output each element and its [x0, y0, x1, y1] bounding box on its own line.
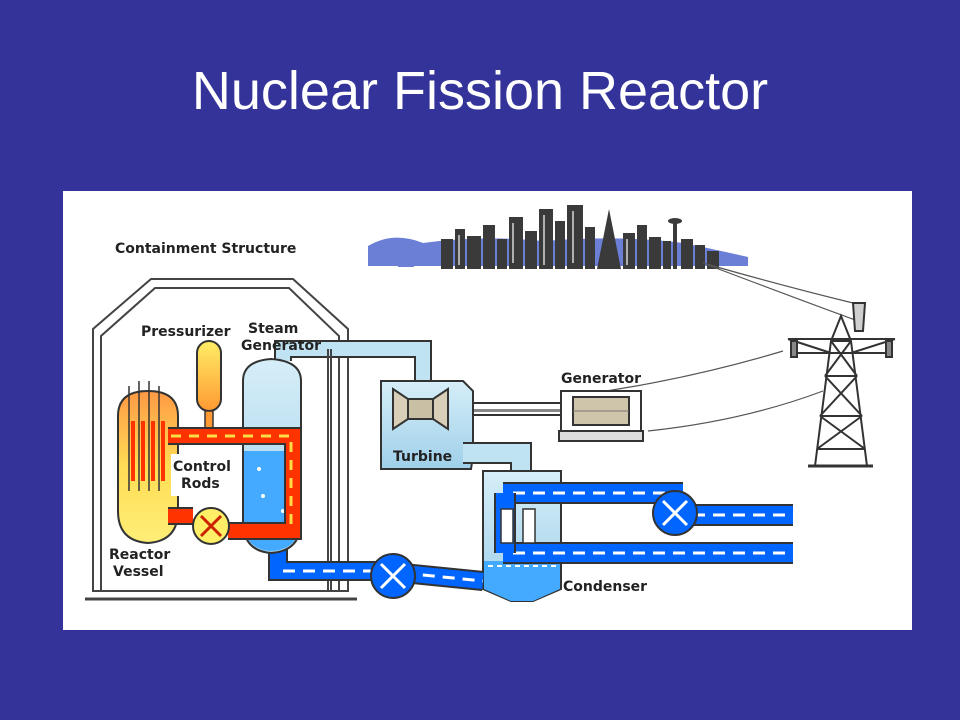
- turbine-label: Turbine: [393, 449, 452, 465]
- exhaust-pipe: [463, 442, 532, 473]
- control-rods-box: [171, 454, 237, 496]
- pressurizer-label: Pressurizer: [141, 324, 231, 340]
- reactor-diagram: Turbine Generator Condenser: [63, 191, 912, 630]
- reactor-vessel-label-1: Reactor: [109, 547, 170, 563]
- containment-label: Containment Structure: [115, 241, 296, 257]
- condenser-label: Condenser: [563, 579, 647, 595]
- slide-title: Nuclear Fission Reactor: [191, 61, 769, 121]
- steam-generator-label-1: Steam: [248, 321, 298, 337]
- city-skyline: [368, 205, 748, 269]
- control-rods-label-1: Control: [173, 459, 231, 475]
- primary-loop: [168, 427, 302, 545]
- feedwater-loop: [268, 546, 484, 599]
- transmission-tower: [787, 302, 896, 468]
- cooling-loop: [494, 482, 793, 564]
- steam-generator-label-2: Generator: [241, 338, 321, 354]
- generator-label: Generator: [561, 371, 641, 387]
- steam-pipe: [274, 340, 432, 591]
- reactor-vessel: [117, 381, 179, 545]
- turbine: [380, 380, 474, 470]
- reactor-vessel-label-2: Vessel: [113, 564, 164, 580]
- generator: [558, 390, 644, 442]
- control-rods-label-2: Rods: [181, 476, 220, 492]
